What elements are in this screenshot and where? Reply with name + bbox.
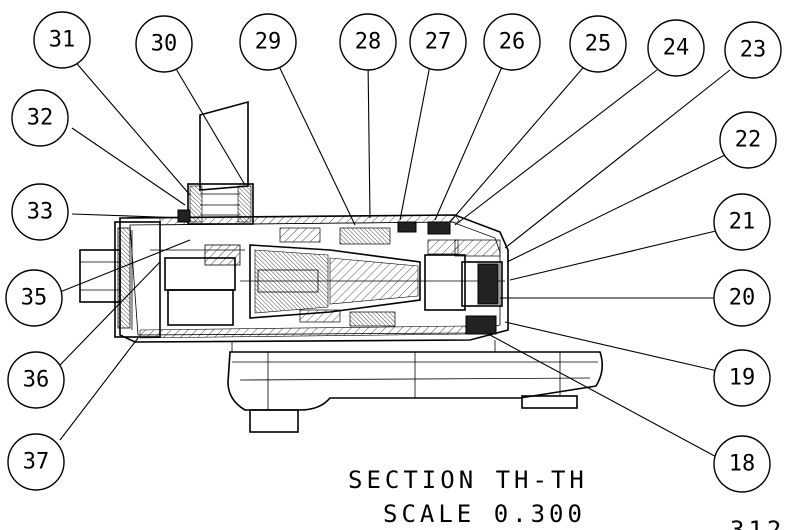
balloon-circle <box>409 13 467 71</box>
balloon-33: 33 <box>11 183 69 241</box>
balloon-circle <box>647 19 705 77</box>
balloon-number: 35 <box>21 286 48 311</box>
balloon-circle <box>713 435 771 493</box>
section-caption: SECTION TH-TH <box>348 466 588 494</box>
balloon-number: 25 <box>585 32 612 57</box>
balloon-number: 29 <box>255 30 282 55</box>
assembly-section <box>79 100 604 433</box>
balloon-31: 31 <box>33 11 91 69</box>
balloon-27: 27 <box>409 13 467 71</box>
balloon-32: 32 <box>11 89 69 147</box>
balloon-number: 18 <box>729 452 756 477</box>
balloon-35: 35 <box>5 269 63 327</box>
balloon-19: 19 <box>713 349 771 407</box>
balloon-circle <box>11 89 69 147</box>
balloon-number: 37 <box>23 450 50 475</box>
scale-caption: SCALE 0.300 <box>383 500 586 528</box>
balloon-circle <box>33 11 91 69</box>
balloon-labels: 31 30 29 28 27 26 25 24 23 32 22 33 21 35 20 36 19 37 18 <box>5 11 782 493</box>
balloon-number: 32 <box>27 106 54 131</box>
balloon-circle <box>7 433 65 491</box>
balloon-circle <box>713 193 771 251</box>
balloon-number: 27 <box>425 30 452 55</box>
balloon-circle <box>713 349 771 407</box>
balloon-circle <box>239 13 297 71</box>
balloon-circle <box>11 183 69 241</box>
balloon-number: 22 <box>735 128 762 153</box>
balloon-24: 24 <box>647 19 705 77</box>
balloon-number: 28 <box>355 30 382 55</box>
balloon-number: 33 <box>27 200 54 225</box>
balloon-23: 23 <box>724 21 782 79</box>
balloon-number: 26 <box>499 30 526 55</box>
balloon-circle <box>713 269 771 327</box>
balloon-circle <box>724 21 782 79</box>
balloon-29: 29 <box>239 13 297 71</box>
balloon-circle <box>719 111 777 169</box>
balloon-circle <box>483 13 541 71</box>
balloon-number: 20 <box>729 286 756 311</box>
balloon-circle <box>7 351 65 409</box>
balloon-circle <box>135 15 193 73</box>
balloon-circle <box>5 269 63 327</box>
balloon-number: 30 <box>151 32 178 57</box>
balloon-number: 21 <box>729 210 756 235</box>
balloon-number: 31 <box>49 28 76 53</box>
balloon-number: 24 <box>663 36 690 61</box>
balloon-25: 25 <box>569 15 627 73</box>
balloon-number: 23 <box>740 38 767 63</box>
balloon-circle <box>339 13 397 71</box>
balloon-37: 37 <box>7 433 65 491</box>
balloon-20: 20 <box>713 269 771 327</box>
balloon-36: 36 <box>7 351 65 409</box>
balloon-30: 30 <box>135 15 193 73</box>
balloon-number: 36 <box>23 368 50 393</box>
balloon-18: 18 <box>713 435 771 493</box>
balloon-26: 26 <box>483 13 541 71</box>
balloon-28: 28 <box>339 13 397 71</box>
balloon-circle <box>569 15 627 73</box>
balloon-21: 21 <box>713 193 771 251</box>
balloon-number: 19 <box>729 366 756 391</box>
balloon-22: 22 <box>719 111 777 169</box>
corner-number: 312 <box>730 516 785 530</box>
